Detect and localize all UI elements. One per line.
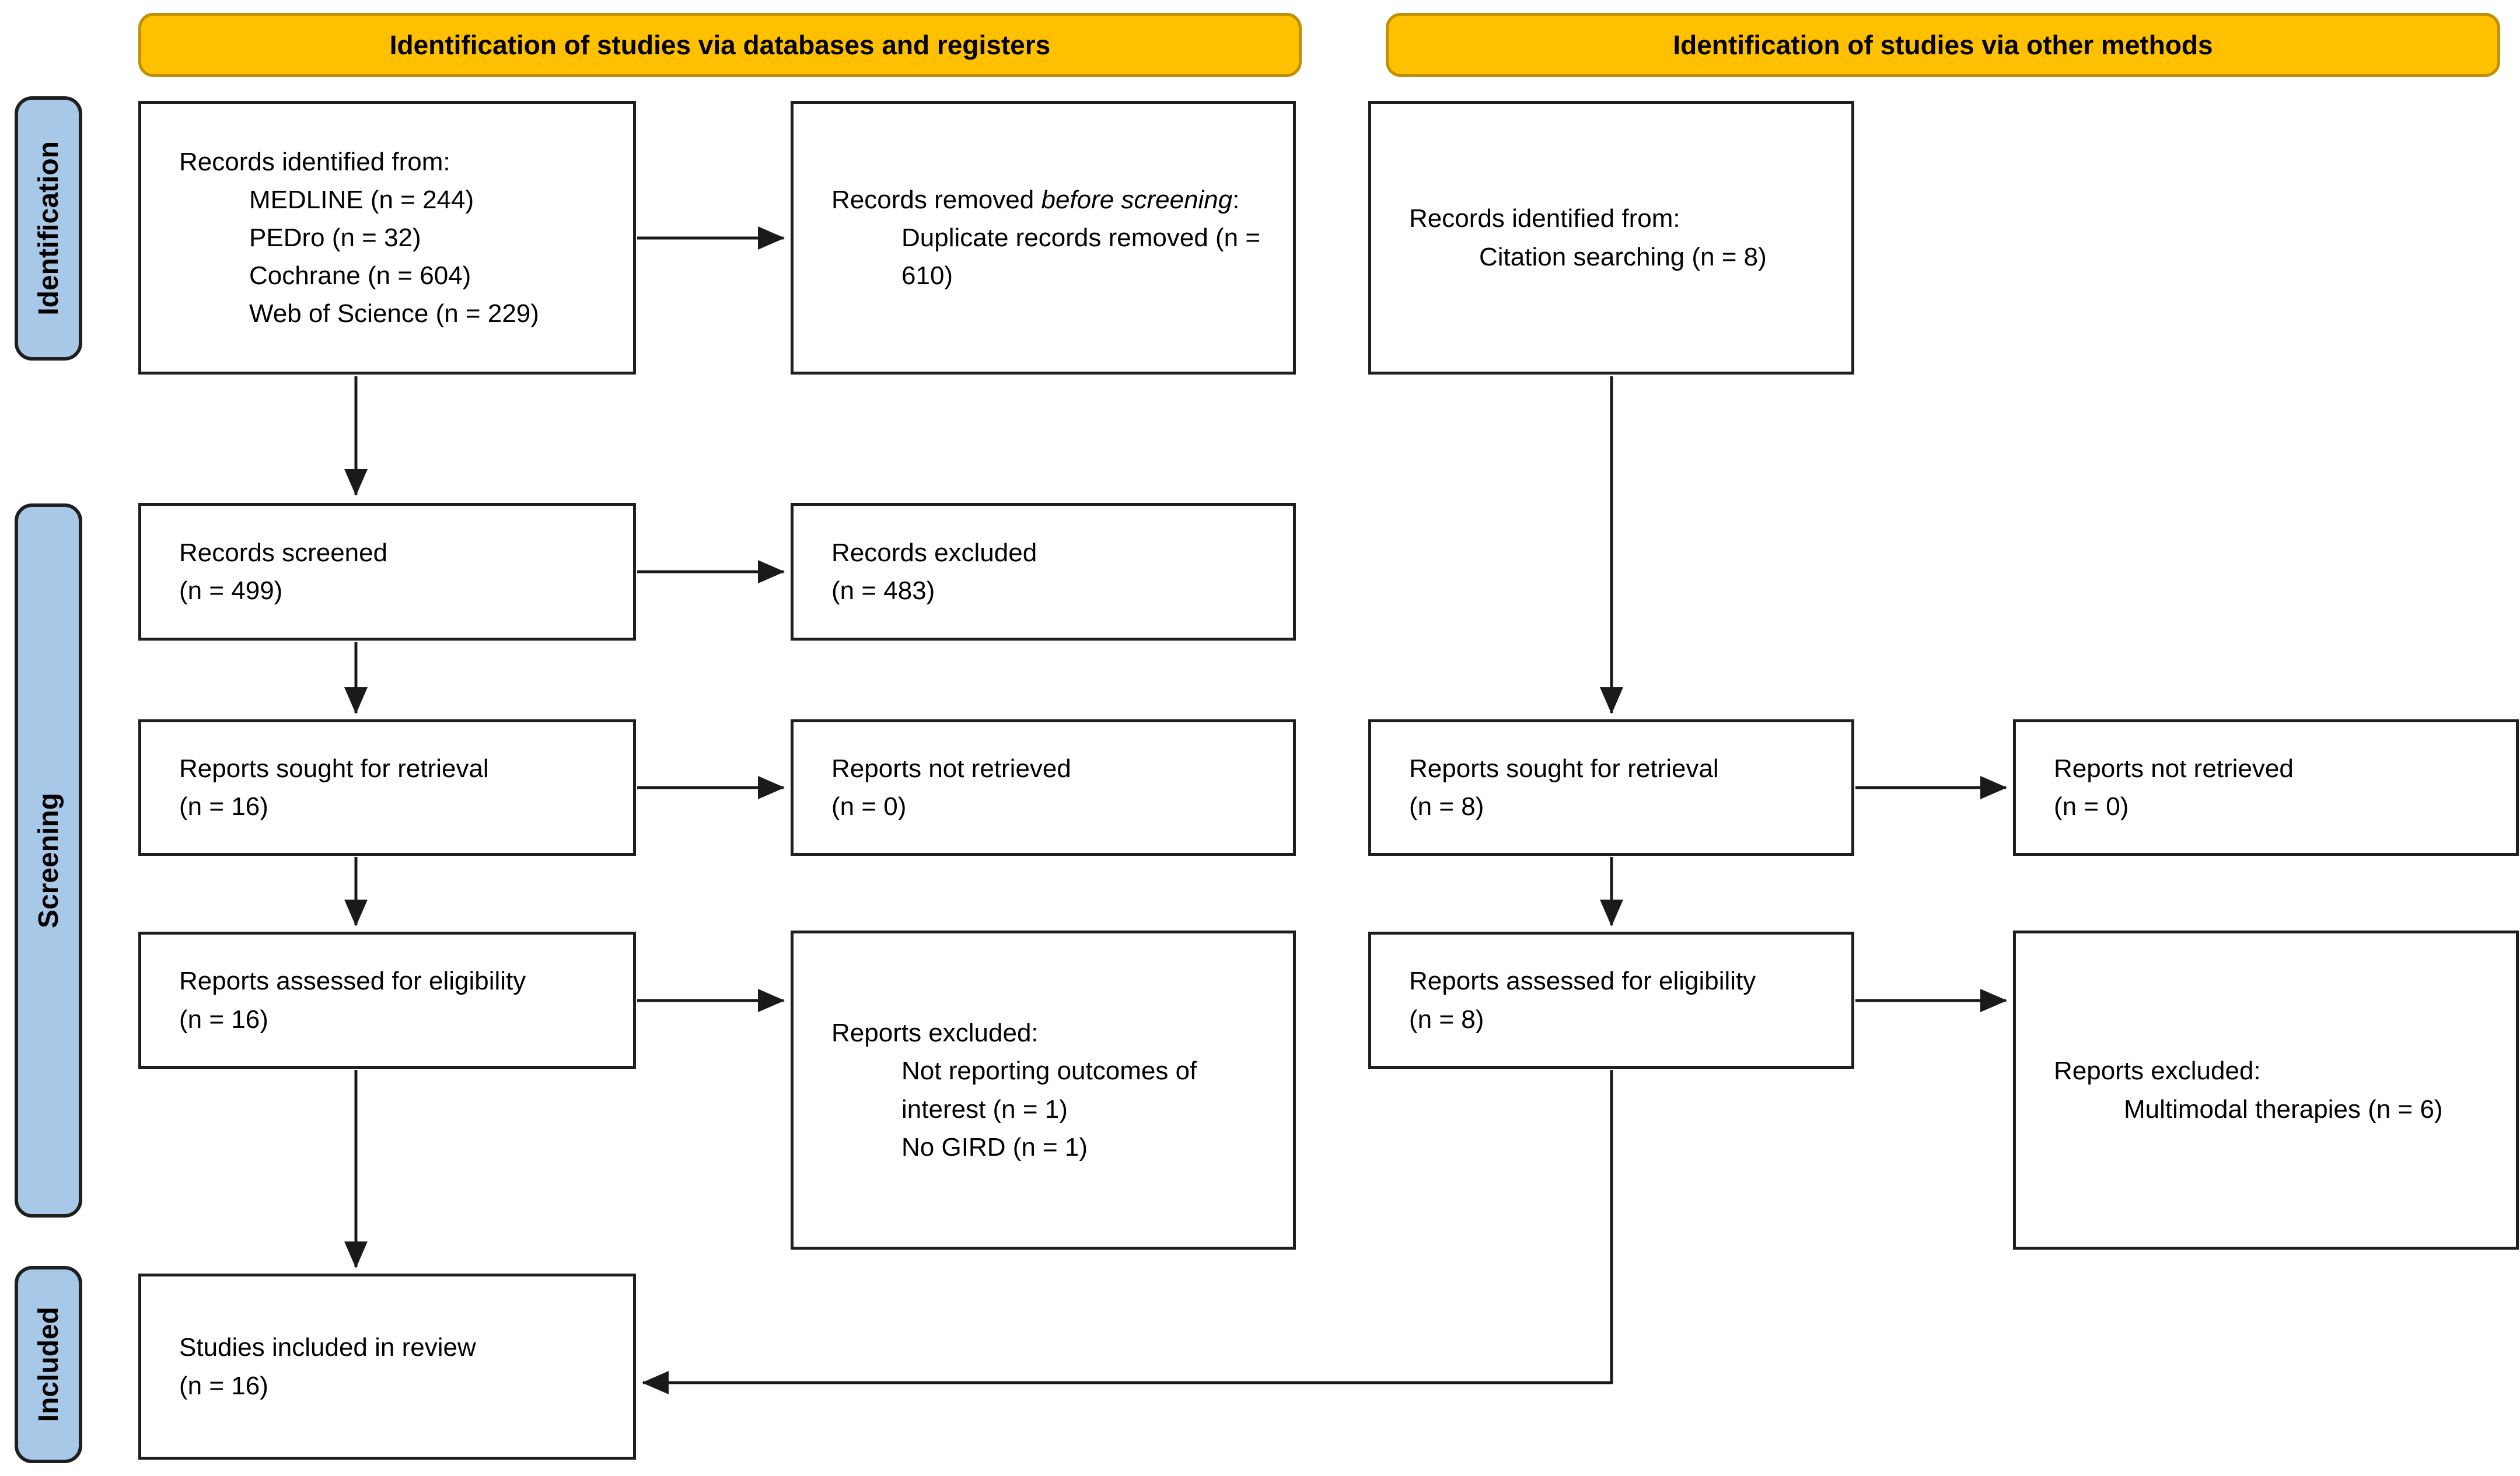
stage-screening: Screening — [15, 503, 82, 1218]
box-records-removed-head: Records removed before screening: — [831, 181, 1275, 219]
reports-excluded-head: Reports excluded: — [831, 1019, 1039, 1048]
reports-sought-other-line: Reports sought for retrieval — [1409, 754, 1719, 783]
records-identified-item: Web of Science (n = 229) — [249, 299, 539, 328]
records-identified-item: MEDLINE (n = 244) — [249, 185, 474, 214]
banner-databases-registers-label: Identification of studies via databases … — [389, 30, 1051, 60]
reports-not-retrieved-line: Reports not retrieved — [831, 754, 1071, 783]
records-removed-head-suffix: : — [1232, 185, 1240, 214]
box-records-screened: Records screened (n = 499) — [138, 503, 636, 641]
records-removed-head-italic: before screening — [1041, 185, 1233, 214]
box-records-identified-other: Records identified from: Citation search… — [1368, 101, 1854, 375]
banner-other-methods: Identification of studies via other meth… — [1386, 13, 2500, 77]
records-identified-other-item: Citation searching (n = 8) — [1479, 242, 1767, 271]
stage-included: Included — [15, 1266, 82, 1463]
reports-excluded-other-head: Reports excluded: — [2054, 1057, 2261, 1086]
box-reports-excluded-other: Reports excluded: Multimodal therapies (… — [2013, 931, 2519, 1250]
box-records-identified-other-head: Records identified from: — [1409, 204, 1680, 233]
records-excluded-count: (n = 483) — [831, 576, 935, 605]
stage-included-label: Included — [33, 1307, 64, 1422]
banner-other-methods-label: Identification of studies via other meth… — [1673, 30, 2213, 60]
records-identified-item: PEDro (n = 32) — [249, 223, 421, 252]
box-reports-assessed-other: Reports assessed for eligibility (n = 8) — [1368, 932, 1854, 1069]
records-identified-item: Cochrane (n = 604) — [249, 261, 471, 291]
box-studies-included: Studies included in review (n = 16) — [138, 1274, 636, 1460]
box-records-removed: Records removed before screening: Duplic… — [791, 101, 1296, 375]
reports-assessed-line: Reports assessed for eligibility — [179, 967, 526, 996]
box-reports-sought-other: Reports sought for retrieval (n = 8) — [1368, 719, 1854, 856]
box-records-identified-head: Records identified from: — [179, 147, 450, 176]
records-removed-item: Duplicate records removed (n = 610) — [901, 223, 1261, 291]
stage-identification-label: Identification — [33, 141, 64, 316]
box-reports-assessed-databases: Reports assessed for eligibility (n = 16… — [138, 932, 636, 1069]
studies-included-line: Studies included in review — [179, 1333, 476, 1362]
reports-assessed-count: (n = 16) — [179, 1005, 268, 1034]
box-reports-not-retrieved-other: Reports not retrieved (n = 0) — [2013, 719, 2519, 856]
box-reports-excluded-databases: Reports excluded: Not reporting outcomes… — [791, 931, 1296, 1250]
reports-not-retrieved-count: (n = 0) — [831, 792, 907, 821]
reports-not-retrieved-other-line: Reports not retrieved — [2054, 754, 2294, 783]
studies-included-count: (n = 16) — [179, 1371, 268, 1400]
reports-assessed-other-line: Reports assessed for eligibility — [1409, 967, 1756, 996]
box-reports-sought-databases: Reports sought for retrieval (n = 16) — [138, 719, 636, 856]
reports-excluded-item: No GIRD (n = 1) — [901, 1132, 1088, 1162]
records-screened-count: (n = 499) — [179, 576, 283, 605]
box-reports-not-retrieved-databases: Reports not retrieved (n = 0) — [791, 719, 1296, 856]
box-records-excluded: Records excluded (n = 483) — [791, 503, 1296, 641]
reports-assessed-other-count: (n = 8) — [1409, 1005, 1484, 1034]
stage-identification: Identification — [15, 96, 82, 361]
reports-sought-count: (n = 16) — [179, 792, 268, 821]
reports-sought-line: Reports sought for retrieval — [179, 754, 489, 783]
reports-not-retrieved-other-count: (n = 0) — [2054, 792, 2129, 821]
reports-excluded-item: Not reporting outcomes of interest (n = … — [901, 1057, 1197, 1124]
records-excluded-line: Records excluded — [831, 538, 1037, 567]
reports-excluded-other-item: Multimodal therapies (n = 6) — [2124, 1094, 2443, 1124]
records-screened-line: Records screened — [179, 538, 388, 567]
records-removed-head-prefix: Records removed — [831, 185, 1041, 214]
reports-sought-other-count: (n = 8) — [1409, 792, 1484, 821]
banner-databases-registers: Identification of studies via databases … — [138, 13, 1302, 77]
box-records-identified: Records identified from: MEDLINE (n = 24… — [138, 101, 636, 375]
stage-screening-label: Screening — [33, 792, 64, 929]
